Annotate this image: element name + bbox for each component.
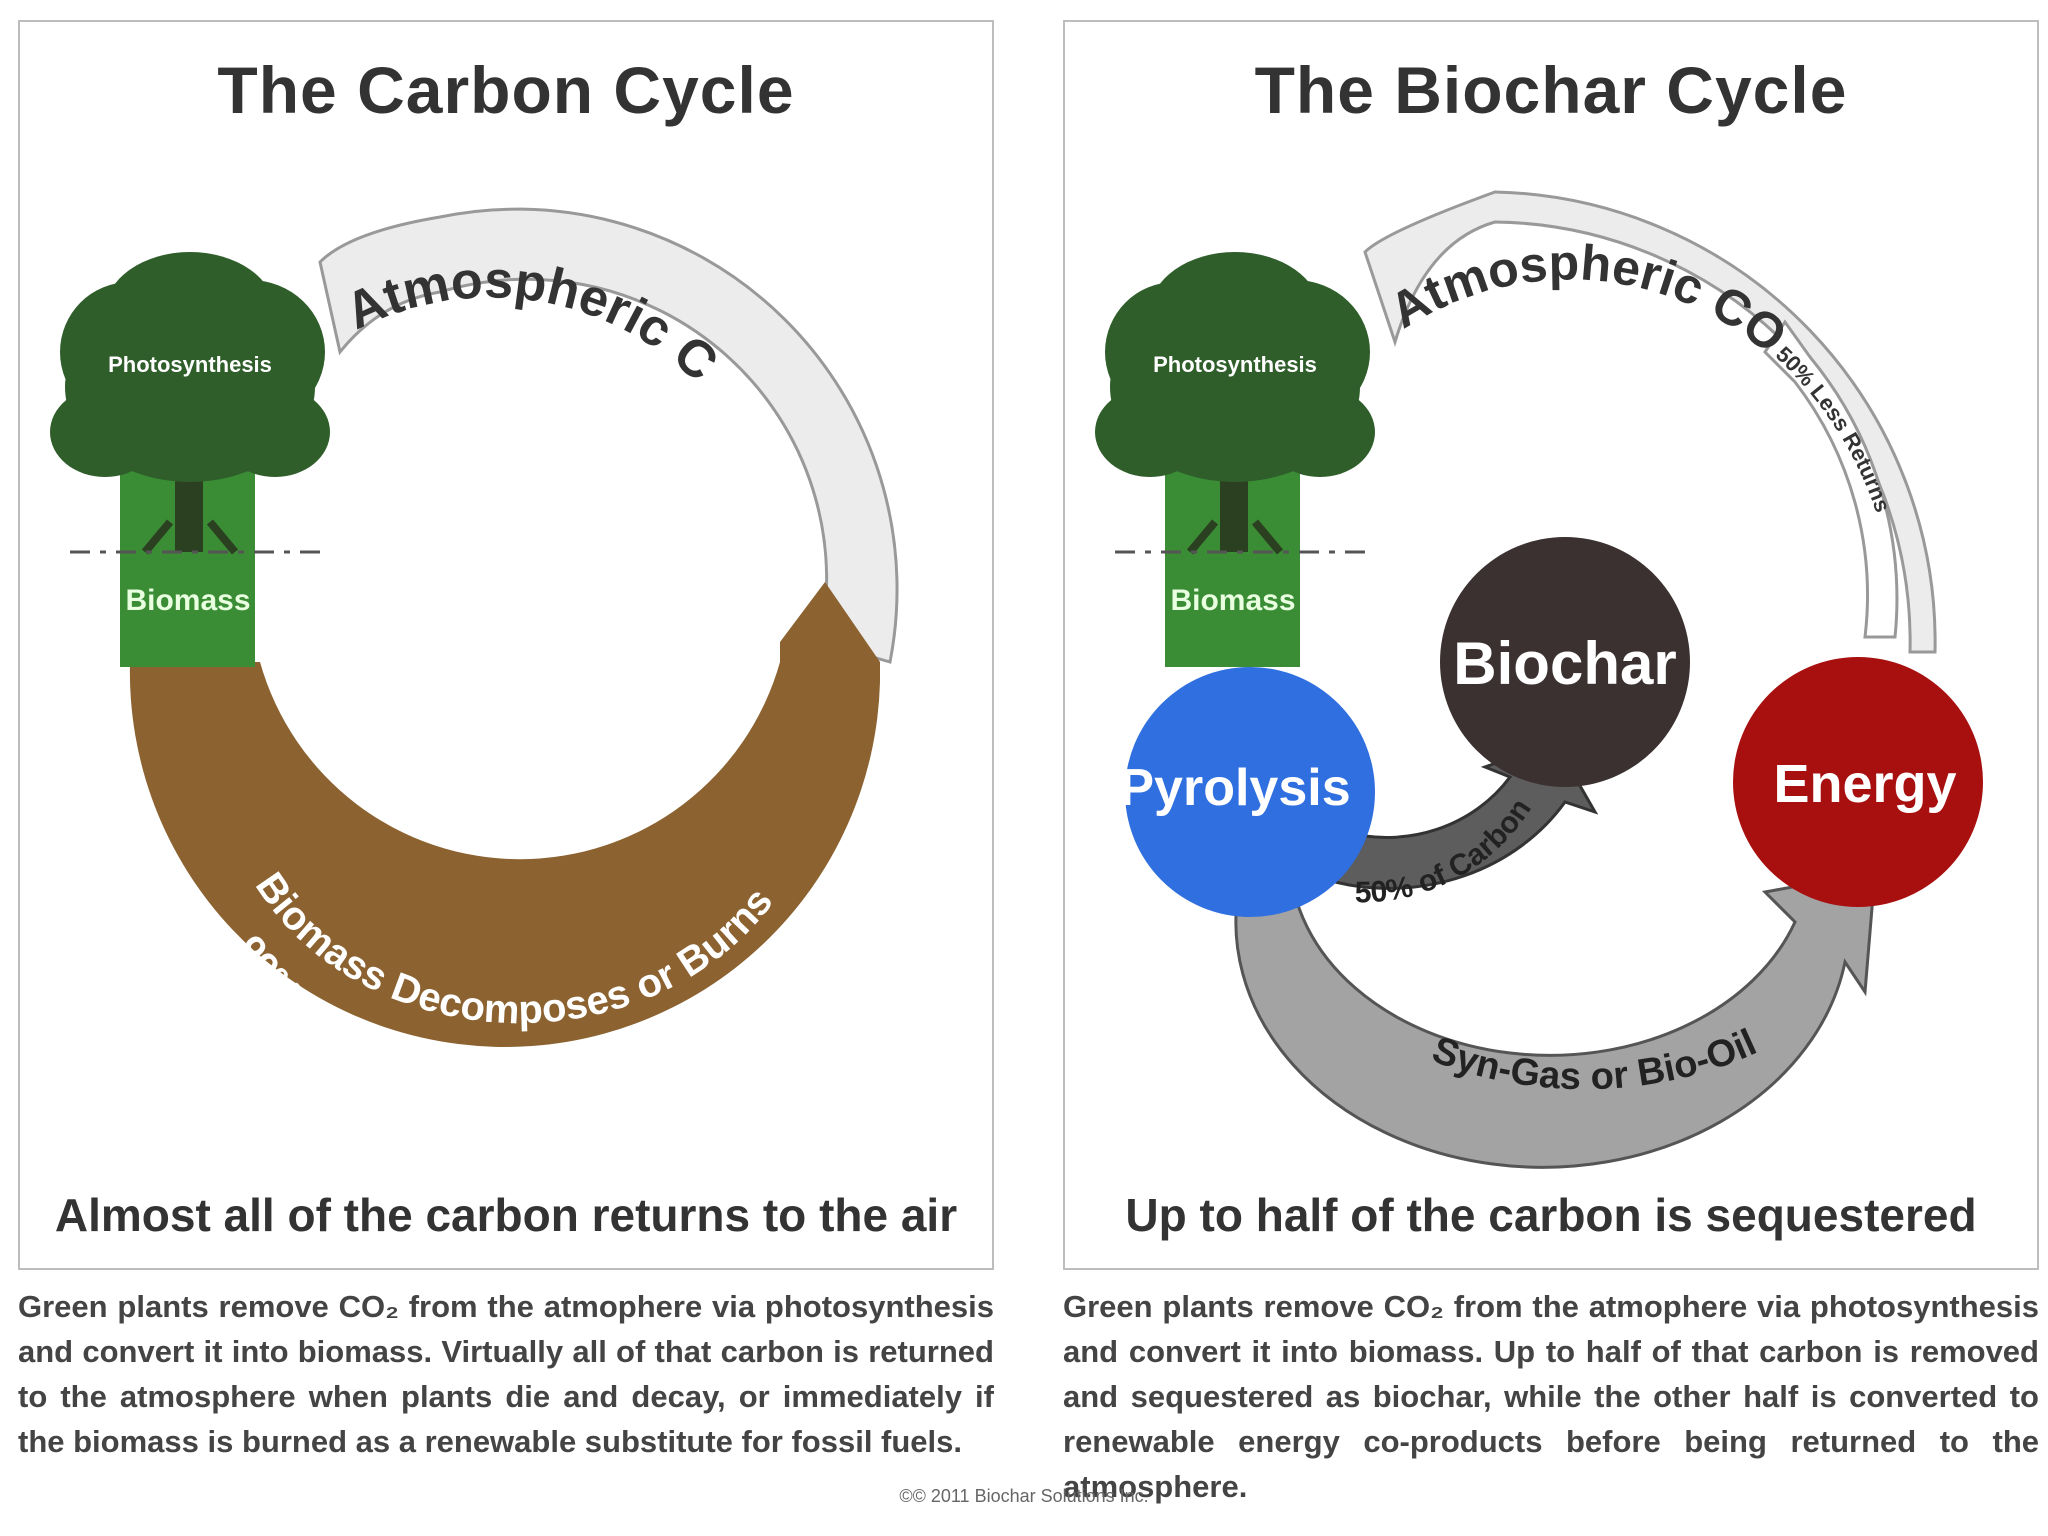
- tree-icon: [50, 252, 330, 555]
- biochar-label: Biochar: [1453, 630, 1676, 697]
- photosynthesis-label: Photosynthesis: [1153, 352, 1317, 377]
- less-returns-arrow: [1763, 319, 1899, 639]
- decomposition-arrow: [129, 582, 881, 1047]
- energy-label: Energy: [1773, 754, 1956, 814]
- biochar-cycle-diagram: Photosynthesis Biomass Biochar Pyrolysis…: [1065, 22, 1983, 1169]
- panel-caption: Almost all of the carbon returns to the …: [54, 1189, 958, 1241]
- photosynthesis-label: Photosynthesis: [108, 352, 272, 377]
- pyrolysis-label: Pyrolysis: [1119, 759, 1350, 817]
- panel-title: The Carbon Cycle: [217, 53, 795, 127]
- syngas-arrow: [1234, 859, 1877, 1169]
- energy-node: [1733, 657, 1983, 907]
- pyrolysis-node: [1125, 667, 1375, 917]
- biomass-label: Biomass: [125, 584, 250, 617]
- biochar-cycle-panel: The Biochar Cycle: [1063, 20, 2039, 1270]
- copyright-footer: ©© 2011 Biochar Solutions Inc.: [899, 1486, 1149, 1506]
- panel-title: The Biochar Cycle: [1254, 53, 1848, 127]
- carbon-cycle-diagram: Photosynthesis Biomass Atmospheric CO2 B…: [20, 22, 899, 1105]
- tree-icon: [1095, 252, 1375, 555]
- panel-caption: Up to half of the carbon is sequestered: [1125, 1189, 1977, 1241]
- carbon-cycle-panel: The Carbon Cycle Photosynthesis Biomass: [18, 20, 994, 1270]
- biochar-node: [1440, 537, 1690, 787]
- atmospheric-co2-arrow: [318, 207, 899, 664]
- atmospheric-co2-arrow: [1363, 190, 1937, 654]
- carbon-cycle-description: Green plants remove CO₂ from the atmophe…: [18, 1289, 994, 1459]
- biochar-cycle-description: Green plants remove CO₂ from the atmophe…: [1063, 1289, 2039, 1504]
- biomass-label: Biomass: [1170, 584, 1295, 617]
